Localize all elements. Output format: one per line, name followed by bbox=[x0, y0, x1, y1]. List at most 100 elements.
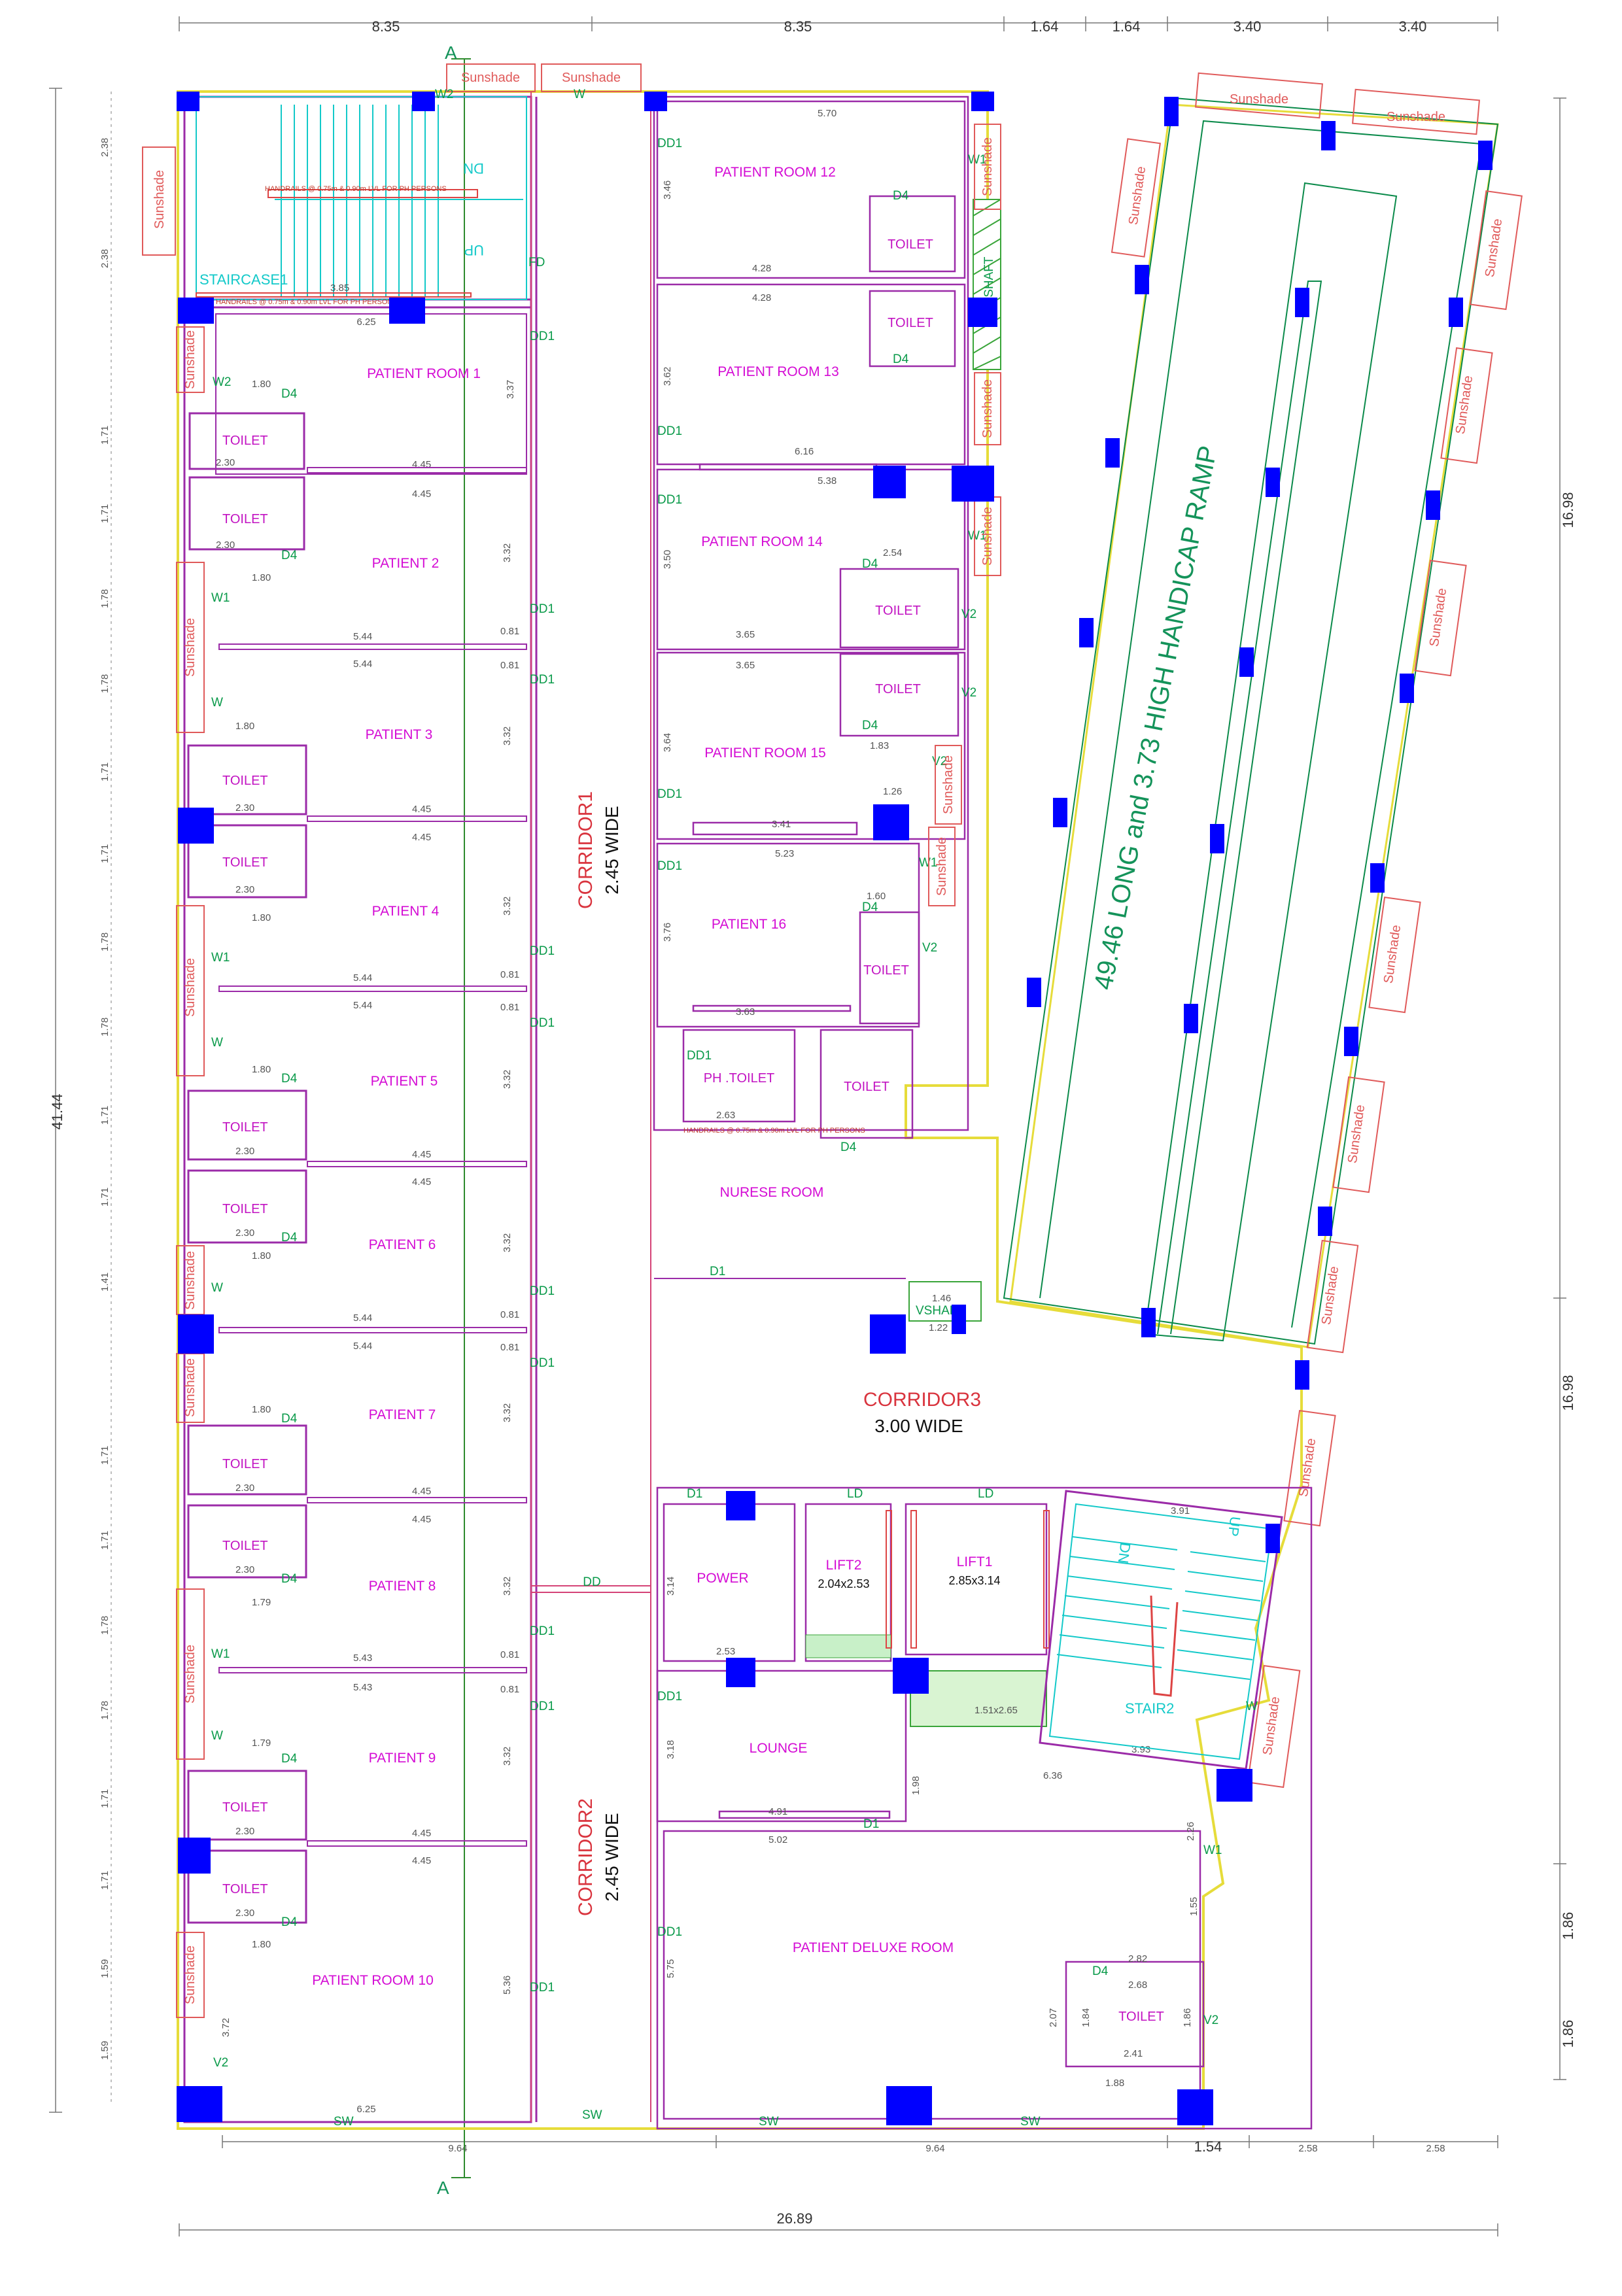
stair1-dn: DN bbox=[463, 160, 484, 177]
dim-bottom-1: 9.64 bbox=[448, 2143, 467, 2154]
dim-081: 0.81 bbox=[500, 626, 519, 637]
dim-188: 1.88 bbox=[1105, 2078, 1124, 2089]
dim-081: 0.81 bbox=[500, 1649, 519, 1660]
dim-625: 6.25 bbox=[356, 2104, 375, 2115]
section-mark-bottom: A bbox=[437, 2178, 449, 2198]
structural-columns bbox=[177, 92, 1493, 2125]
patient-room-14-label: PATIENT ROOM 14 bbox=[701, 534, 823, 549]
window-w1: W1 bbox=[1203, 1843, 1222, 1857]
door-d1: D1 bbox=[687, 1487, 702, 1501]
door-d4: D4 bbox=[281, 1752, 298, 1766]
window-w2: W2 bbox=[435, 88, 454, 101]
dim-230: 2.30 bbox=[235, 1227, 254, 1239]
dim-180: 1.80 bbox=[235, 721, 254, 732]
door-dd1: DD1 bbox=[657, 1690, 682, 1704]
dim-332: 3.32 bbox=[502, 1577, 513, 1596]
toilet-label: TOILET bbox=[222, 1120, 268, 1135]
corridor-3: CORRIDOR3 3.00 WIDE bbox=[654, 1278, 981, 1436]
door-dd1: DD1 bbox=[530, 602, 555, 616]
dim-top-2: 8.35 bbox=[784, 18, 812, 35]
toilet-label: TOILET bbox=[875, 604, 921, 618]
patient-6: PATIENT 6 3.32 1.80 5.44 5.44 0.81 0.81 … bbox=[218, 1231, 555, 1370]
patient-9-label: PATIENT 9 bbox=[369, 1751, 436, 1766]
toilet-block-1: TOILET TOILET 2.30 2.30 1.80 D4 D4 4.45 … bbox=[188, 379, 527, 562]
patient-3-label: PATIENT 3 bbox=[366, 727, 433, 742]
dim-543: 5.43 bbox=[353, 1653, 372, 1664]
sunshade-label: Sunshade bbox=[980, 379, 995, 438]
middle-block-rooms: PATIENT ROOM 12 PATIENT ROOM 13 PATIENT … bbox=[657, 108, 1001, 1333]
window-w1: W1 bbox=[211, 951, 230, 965]
door-dd: DD bbox=[583, 1575, 600, 1589]
window-w: W2 bbox=[213, 375, 232, 389]
dim-318: 3.18 bbox=[665, 1740, 676, 1759]
section-mark-top: A bbox=[445, 43, 457, 63]
door-d4: D4 bbox=[281, 1072, 298, 1086]
door-d4: D4 bbox=[281, 1915, 298, 1929]
window-w1: W1 bbox=[968, 153, 987, 167]
dim-502: 5.02 bbox=[768, 1834, 787, 1845]
dim-178: 1.78 bbox=[99, 589, 111, 608]
dim-337: 3.37 bbox=[505, 380, 516, 399]
dim-544: 5.44 bbox=[353, 1341, 372, 1352]
toilet-label: TOILET bbox=[222, 1800, 268, 1815]
dim-230: 2.30 bbox=[235, 1564, 254, 1575]
dim-332: 3.32 bbox=[502, 1747, 513, 1766]
dim-171: 1.71 bbox=[99, 1871, 111, 1890]
nurese-room-label: NURESE ROOM bbox=[720, 1185, 824, 1200]
window-v2: V2 bbox=[961, 686, 976, 700]
dim-081: 0.81 bbox=[500, 660, 519, 671]
dim-230: 2.30 bbox=[235, 1908, 254, 1919]
dim-180: 1.80 bbox=[252, 912, 271, 923]
toilet-label: TOILET bbox=[875, 682, 921, 696]
sunshade-label: Sunshade bbox=[941, 755, 956, 814]
dim-365: 3.65 bbox=[736, 629, 755, 640]
dim-178: 1.78 bbox=[99, 933, 111, 951]
dim-341: 3.41 bbox=[772, 819, 791, 830]
dim-538: 5.38 bbox=[818, 475, 837, 487]
corridor-labels: CORRIDOR1 2.45 WIDE CORRIDOR2 2.45 WIDE … bbox=[575, 791, 622, 1916]
dim-543: 5.43 bbox=[353, 1682, 372, 1693]
dim-141: 1.41 bbox=[99, 1273, 111, 1292]
lift2-label: LIFT2 bbox=[826, 1558, 862, 1573]
corridor3-label: CORRIDOR3 bbox=[863, 1389, 981, 1411]
dim-bottom-4: 2.58 bbox=[1298, 2143, 1317, 2154]
patient-deluxe-room-label: PATIENT DELUXE ROOM bbox=[793, 1940, 954, 1955]
dim-right-1: 16.98 bbox=[1560, 492, 1576, 528]
sunshade-label: Sunshade bbox=[461, 71, 520, 85]
patient-6-label: PATIENT 6 bbox=[369, 1237, 436, 1252]
door-d4: D4 bbox=[893, 352, 909, 366]
dim-332: 3.32 bbox=[502, 543, 513, 562]
window-v2: V2 bbox=[213, 2056, 228, 2070]
dim-376: 3.76 bbox=[662, 923, 673, 942]
corridor1-width: 2.45 WIDE bbox=[602, 806, 622, 894]
dim-350: 3.50 bbox=[662, 550, 673, 569]
service-core: POWER LIFT2 2.04x2.53 LIFT1 2.85x3.14 LO… bbox=[656, 1486, 1313, 2130]
dim-bottom-3: 1.54 bbox=[1194, 2138, 1222, 2155]
dim-081: 0.81 bbox=[500, 1342, 519, 1353]
ph-handrails: HANDRAILS @ 0.75m & 0.90m LVL FOR PH PER… bbox=[683, 1127, 865, 1135]
door-d1: D1 bbox=[710, 1265, 725, 1278]
dim-428: 4.28 bbox=[752, 292, 771, 303]
window-w: W bbox=[211, 1281, 223, 1295]
dim-364: 3.64 bbox=[662, 733, 673, 752]
dim-bottom-2: 9.64 bbox=[925, 2143, 944, 2154]
left-sunshades: Sunshade Sunshade Sunshade Sunshade Suns… bbox=[142, 63, 642, 2018]
door-dd1: DD1 bbox=[530, 944, 555, 958]
dim-625: 6.25 bbox=[356, 317, 375, 328]
door-dd1-1: DD1 bbox=[530, 330, 555, 343]
dim-445: 4.45 bbox=[412, 488, 431, 500]
stair1-fd: FD bbox=[528, 256, 545, 269]
dim-544: 5.44 bbox=[353, 1312, 372, 1324]
toilet-label: TOILET bbox=[222, 1457, 268, 1471]
door-d4: D4 bbox=[281, 1231, 298, 1244]
staircase1-label: STAIRCASE1 bbox=[199, 271, 288, 288]
window-w: W bbox=[1246, 1700, 1258, 1713]
dim-184: 1.84 bbox=[1080, 2008, 1092, 2027]
dim-241: 2.41 bbox=[1124, 2048, 1143, 2059]
dim-372: 3.72 bbox=[220, 2018, 232, 2037]
toilet-label: TOILET bbox=[222, 774, 268, 788]
dim-198: 1.98 bbox=[910, 1776, 922, 1795]
sunshade-label: Sunshade bbox=[562, 71, 621, 85]
dim-332: 3.32 bbox=[502, 1233, 513, 1252]
